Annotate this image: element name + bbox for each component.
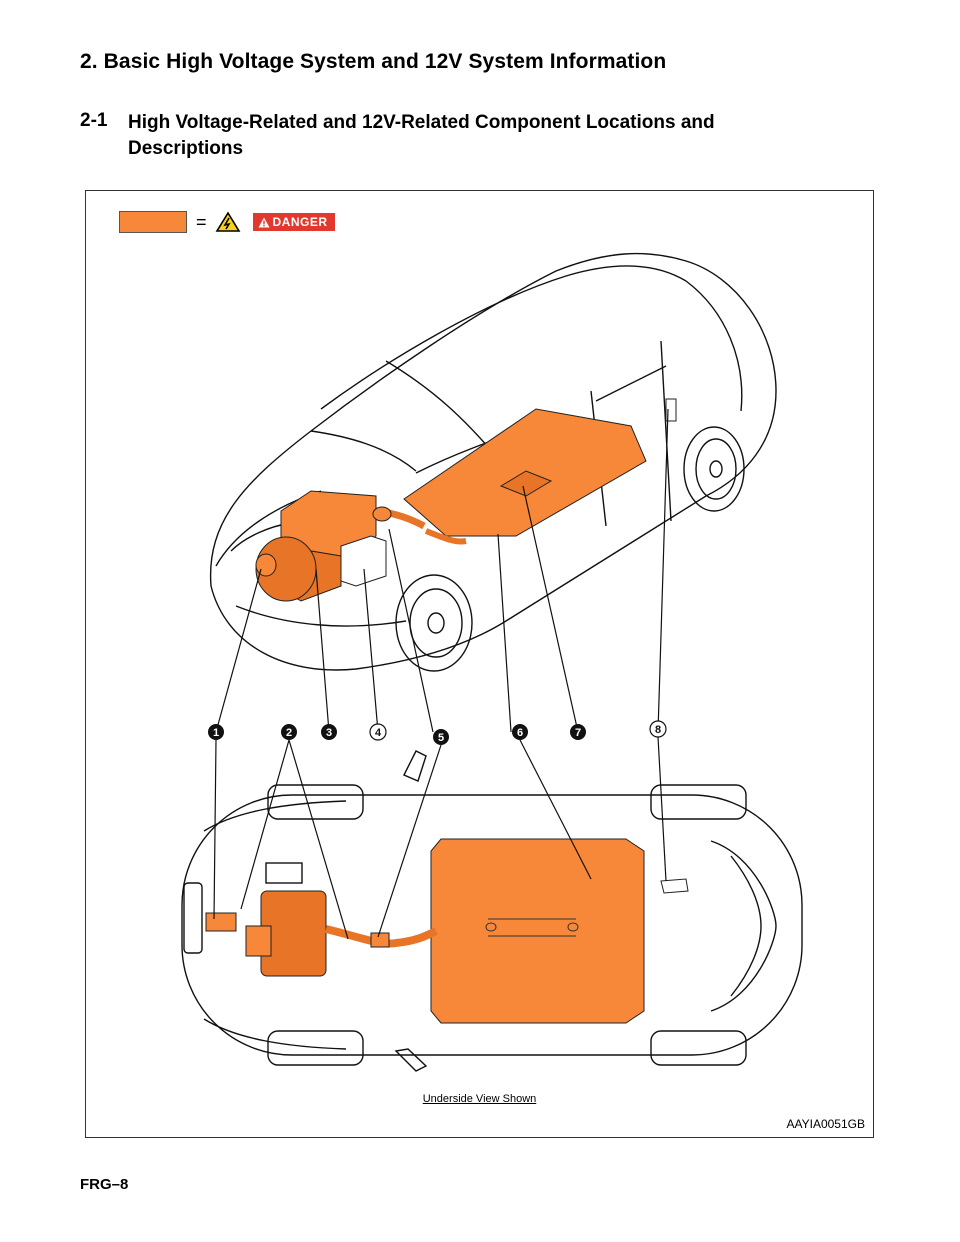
car-underside-view (181, 750, 803, 1072)
danger-label: DANGER (252, 213, 335, 231)
subsection-title: High Voltage-Related and 12V-Related Com… (128, 112, 715, 159)
danger-text: DANGER (272, 215, 328, 229)
leader-lines-bottom (213, 736, 667, 940)
underside-view-caption: Underside View Shown (422, 1093, 537, 1105)
callout-numbers: 1 2 3 4 5 6 7 8 (208, 720, 667, 745)
callout-7: 7 (575, 727, 581, 739)
car-perspective-view (209, 252, 777, 672)
hv-components-perspective (255, 398, 677, 602)
high-voltage-warning-icon (215, 211, 240, 232)
component-locations-figure: = DANGER (85, 190, 874, 1138)
callout-3: 3 (326, 727, 332, 739)
hv-components-underside (205, 838, 689, 1024)
callout-8: 8 (655, 724, 661, 736)
figure-code: AAYIA0051GB (786, 1117, 866, 1131)
leader-lines-top (215, 408, 669, 733)
legend-equals: = (196, 212, 207, 232)
callout-4: 4 (375, 727, 382, 739)
high-voltage-swatch (119, 211, 187, 233)
callout-1: 1 (213, 727, 219, 739)
subsection-number: 2-1 (80, 110, 108, 131)
page-number: FRG–8 (80, 1176, 129, 1193)
callout-6: 6 (517, 727, 523, 739)
legend: = DANGER (119, 211, 335, 233)
section-title: 2. Basic High Voltage System and 12V Sys… (80, 50, 667, 73)
callout-2: 2 (286, 727, 292, 739)
alert-triangle-icon (258, 217, 270, 227)
vehicle-illustration: 1 2 3 4 5 6 7 8 (181, 252, 803, 1072)
callout-5: 5 (438, 732, 444, 744)
